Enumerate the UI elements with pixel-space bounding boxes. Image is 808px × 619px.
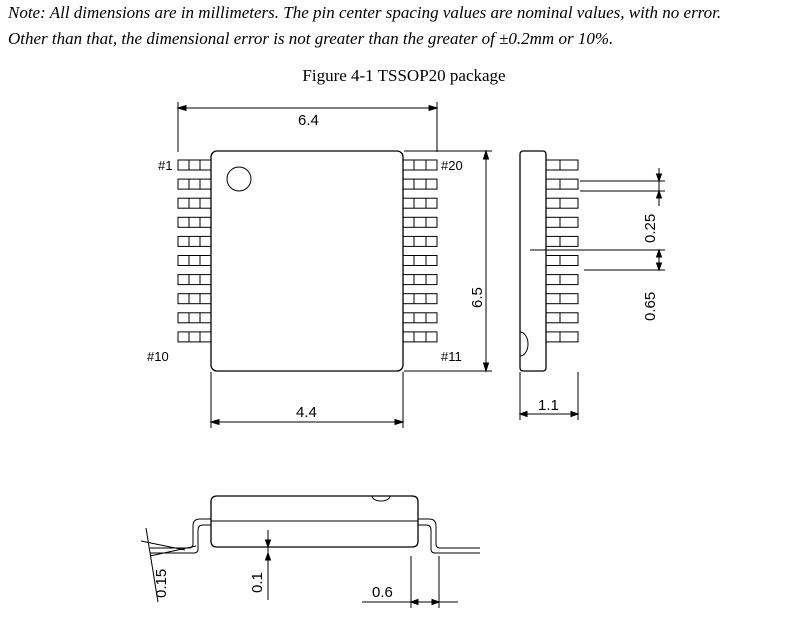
side-lead (545, 293, 579, 305)
dim-foot-length: 0.6 (362, 556, 458, 608)
dim-lead-width: 0.25 (580, 168, 665, 243)
dim-label-0.6: 0.6 (372, 584, 393, 601)
dim-body-width: 4.4 (209, 372, 405, 428)
side-lead (545, 197, 579, 209)
side-lead (545, 312, 579, 324)
right-pin (402, 274, 438, 286)
left-pin (177, 331, 212, 343)
dim-body-length: 6.5 (404, 149, 492, 373)
dim-standoff: 0.1 (249, 530, 272, 600)
pin-label-11: #11 (441, 349, 462, 364)
dim-label-1.1: 1.1 (538, 397, 559, 414)
dimension-note: Note: All dimensions are in millimeters.… (8, 0, 808, 52)
dim-pitch: 0.65 (530, 248, 665, 321)
left-pin (177, 293, 212, 305)
side-lead (545, 235, 579, 247)
left-pin (177, 178, 212, 190)
left-pin (177, 216, 212, 228)
side-lead-row (545, 159, 579, 343)
left-pin (177, 235, 212, 247)
side-lead (545, 178, 579, 190)
end-view: 0.15 0.1 0.6 (140, 495, 480, 608)
left-pin (177, 159, 212, 171)
left-pin (177, 255, 212, 266)
right-pin (402, 178, 438, 190)
left-pin (177, 197, 212, 209)
note-line-1: Note: All dimensions are in millimeters.… (8, 3, 722, 22)
pin-label-10: #10 (147, 349, 169, 364)
left-pin (177, 312, 212, 324)
side-lead (545, 331, 579, 343)
side-lead (545, 159, 579, 171)
end-body-notch (371, 495, 391, 502)
pin1-marker (226, 166, 252, 192)
side-lead (545, 274, 579, 286)
dim-label-0.1: 0.1 (249, 572, 266, 593)
side-body (519, 150, 547, 372)
package-body (210, 150, 404, 372)
right-pin (402, 235, 438, 247)
right-pin (402, 331, 438, 343)
dim-lead-thickness: 0.15 (140, 527, 197, 603)
top-view: #1 #10 #20 #11 6.4 6.5 4.4 (147, 102, 492, 428)
dim-label-6.5: 6.5 (469, 287, 486, 308)
left-pin-row (177, 159, 212, 343)
right-lead (418, 518, 480, 554)
side-view: 0.25 0.65 1.1 (518, 150, 665, 420)
dim-overall-width: 6.4 (176, 102, 439, 152)
side-body-notch (519, 331, 529, 357)
right-pin-row (402, 159, 438, 343)
dim-label-0.65: 0.65 (642, 292, 659, 321)
pin-label-1: #1 (158, 158, 172, 173)
side-lead (545, 255, 579, 266)
end-body (210, 495, 419, 548)
side-lead (545, 216, 579, 228)
left-lead (150, 518, 211, 554)
right-pin (402, 293, 438, 305)
dim-label-0.25: 0.25 (642, 214, 659, 243)
right-pin (402, 197, 438, 209)
dim-label-0.15: 0.15 (153, 569, 170, 598)
pin-label-20: #20 (441, 158, 463, 173)
left-pin (177, 274, 212, 286)
dim-label-4.4: 4.4 (296, 404, 317, 421)
right-pin (402, 159, 438, 171)
note-line-2: Other than that, the dimensional error i… (8, 29, 614, 48)
right-pin (402, 216, 438, 228)
dim-height: 1.1 (518, 372, 580, 420)
dim-label-6.4: 6.4 (298, 112, 319, 129)
figure-caption: Figure 4-1 TSSOP20 package (302, 66, 506, 85)
right-pin (402, 255, 438, 266)
right-pin (402, 312, 438, 324)
